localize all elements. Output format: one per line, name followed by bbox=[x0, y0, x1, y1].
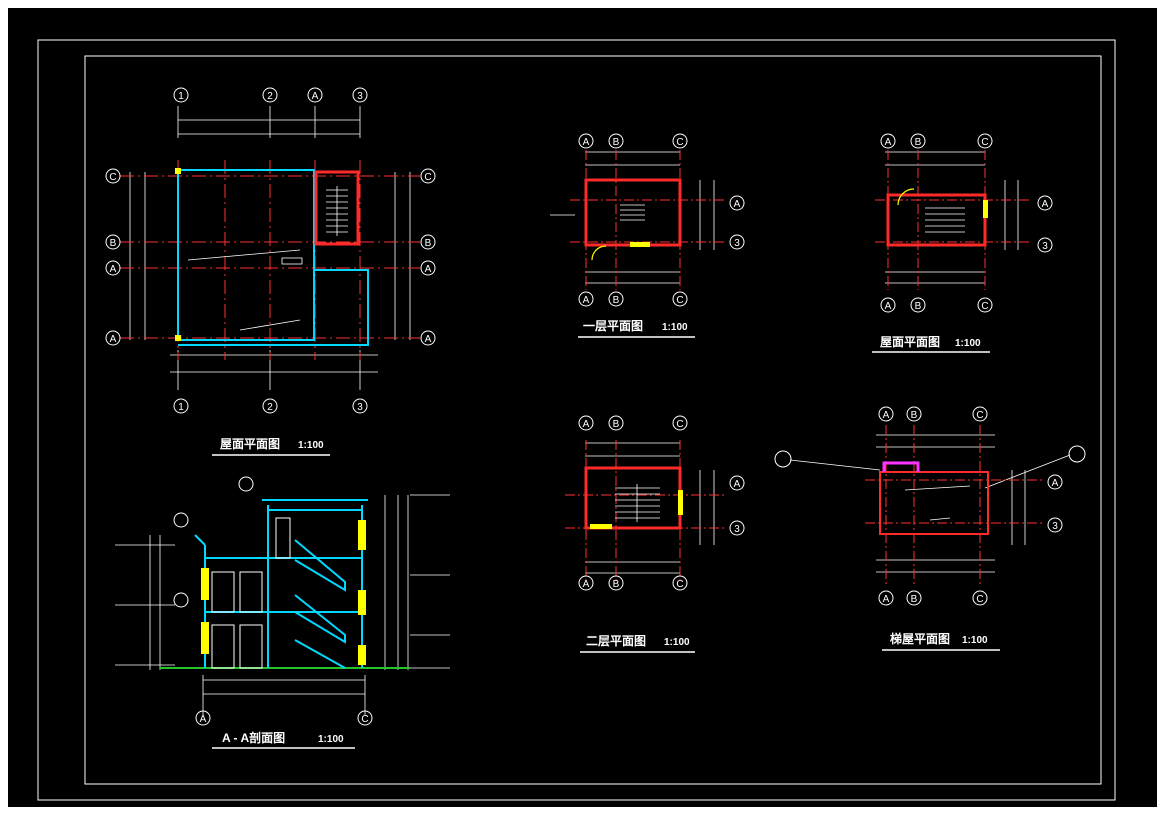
floor1-title: 一层平面图 bbox=[583, 319, 643, 333]
stair-roof-title: 梯屋平面图 bbox=[890, 631, 950, 646]
roof-plan-axis-right: B bbox=[425, 238, 432, 249]
roof-plan-axis-left: C bbox=[109, 172, 116, 183]
stair-roof-plan: A B C A B C A 3 梯屋平面图 1:100 bbox=[774, 406, 1086, 651]
stair-roof-axis-top: A bbox=[883, 410, 890, 421]
stair-roof-axis-top: B bbox=[911, 410, 918, 421]
stair-roof-axis-bottom: A bbox=[883, 594, 890, 605]
floor1-axis-top: C bbox=[676, 137, 683, 148]
floor-top-axis-bottom: B bbox=[915, 301, 922, 312]
stair-roof-axis-top: C bbox=[976, 410, 983, 421]
floor2-plan: A B C A B C A 3 二层平面图 1:100 bbox=[565, 415, 745, 653]
roof-plan-axis-left: A bbox=[110, 334, 117, 345]
floor1-axis-bottom: B bbox=[613, 295, 620, 306]
roof-plan-axis-top: 2 bbox=[267, 91, 273, 102]
roof-plan-axis-top: 1 bbox=[178, 91, 184, 102]
floor-top-axis-right: A bbox=[1042, 199, 1049, 210]
stair-roof-axis-right: A bbox=[1052, 478, 1059, 489]
roof-plan-axis-right: A bbox=[425, 264, 432, 275]
floor2-axis-top: C bbox=[676, 419, 683, 430]
roof-plan-axis-right: A bbox=[425, 334, 432, 345]
floor2-axis-top: B bbox=[613, 419, 620, 430]
stair-roof-axis-right: 3 bbox=[1052, 521, 1058, 532]
stair-roof-scale: 1:100 bbox=[962, 635, 988, 646]
roof-plan-axis-left: B bbox=[110, 238, 117, 249]
roof-plan: 1 2 A 3 1 2 3 C B A A C B A A 屋面平面图 1:10… bbox=[105, 87, 436, 456]
floor2-title: 二层平面图 bbox=[586, 634, 646, 648]
outer-frame bbox=[37, 39, 1116, 801]
roof-plan-axis-bottom: 1 bbox=[178, 402, 184, 413]
floor1-axis-right: A bbox=[734, 199, 741, 210]
roof-plan-scale: 1:100 bbox=[298, 440, 324, 451]
stair-roof-axis-bottom: B bbox=[911, 594, 918, 605]
floor-top-axis-bottom: A bbox=[885, 301, 892, 312]
roof-plan-axis-top: A bbox=[312, 91, 319, 102]
floor2-axis-bottom: A bbox=[583, 579, 590, 590]
floor2-axis-top: A bbox=[583, 419, 590, 430]
roof-plan-title: 屋面平面图 bbox=[220, 437, 280, 451]
roof-plan-axis-left: A bbox=[110, 264, 117, 275]
floor2-axis-bottom: B bbox=[613, 579, 620, 590]
floor2-axis-right: 3 bbox=[734, 524, 740, 535]
section-scale: 1:100 bbox=[318, 734, 344, 745]
floor1-axis-top: A bbox=[583, 137, 590, 148]
roof-plan-axis-right: C bbox=[424, 172, 431, 183]
section-title: A - A剖面图 bbox=[222, 730, 285, 745]
floor2-scale: 1:100 bbox=[664, 637, 690, 648]
section-axis-label: A bbox=[200, 714, 207, 725]
floor1-plan: A B C A B C A 3 一层平面图 1:100 bbox=[550, 133, 745, 338]
floor2-axis-bottom: C bbox=[676, 579, 683, 590]
floor-top-axis-right: 3 bbox=[1042, 241, 1048, 252]
floor-top-axis-top: B bbox=[915, 137, 922, 148]
floor-top-axis-top: C bbox=[981, 137, 988, 148]
inner-frame bbox=[84, 55, 1102, 785]
floor-top-title: 屋面平面图 bbox=[880, 335, 940, 349]
floor1-axis-right: 3 bbox=[734, 238, 740, 249]
model-space-background bbox=[8, 8, 1157, 807]
floor-top-plan: A B C A B C A 3 屋面平面图 1:100 bbox=[872, 133, 1053, 353]
floor-top-axis-bottom: C bbox=[981, 301, 988, 312]
floor2-axis-right: A bbox=[734, 479, 741, 490]
section-aa: A C A - A剖面图 1:100 bbox=[115, 476, 450, 749]
floor1-axis-bottom: A bbox=[583, 295, 590, 306]
floor1-scale: 1:100 bbox=[662, 322, 688, 333]
roof-plan-axis-bottom: 2 bbox=[267, 402, 273, 413]
floor1-axis-bottom: C bbox=[676, 295, 683, 306]
roof-plan-axis-bottom: 3 bbox=[357, 402, 363, 413]
floor1-axis-top: B bbox=[613, 137, 620, 148]
roof-plan-axis-top: 3 bbox=[357, 91, 363, 102]
section-axis-label: C bbox=[361, 714, 368, 725]
floor-top-axis-top: A bbox=[885, 137, 892, 148]
stair-roof-axis-bottom: C bbox=[976, 594, 983, 605]
floor-top-scale: 1:100 bbox=[955, 338, 981, 349]
